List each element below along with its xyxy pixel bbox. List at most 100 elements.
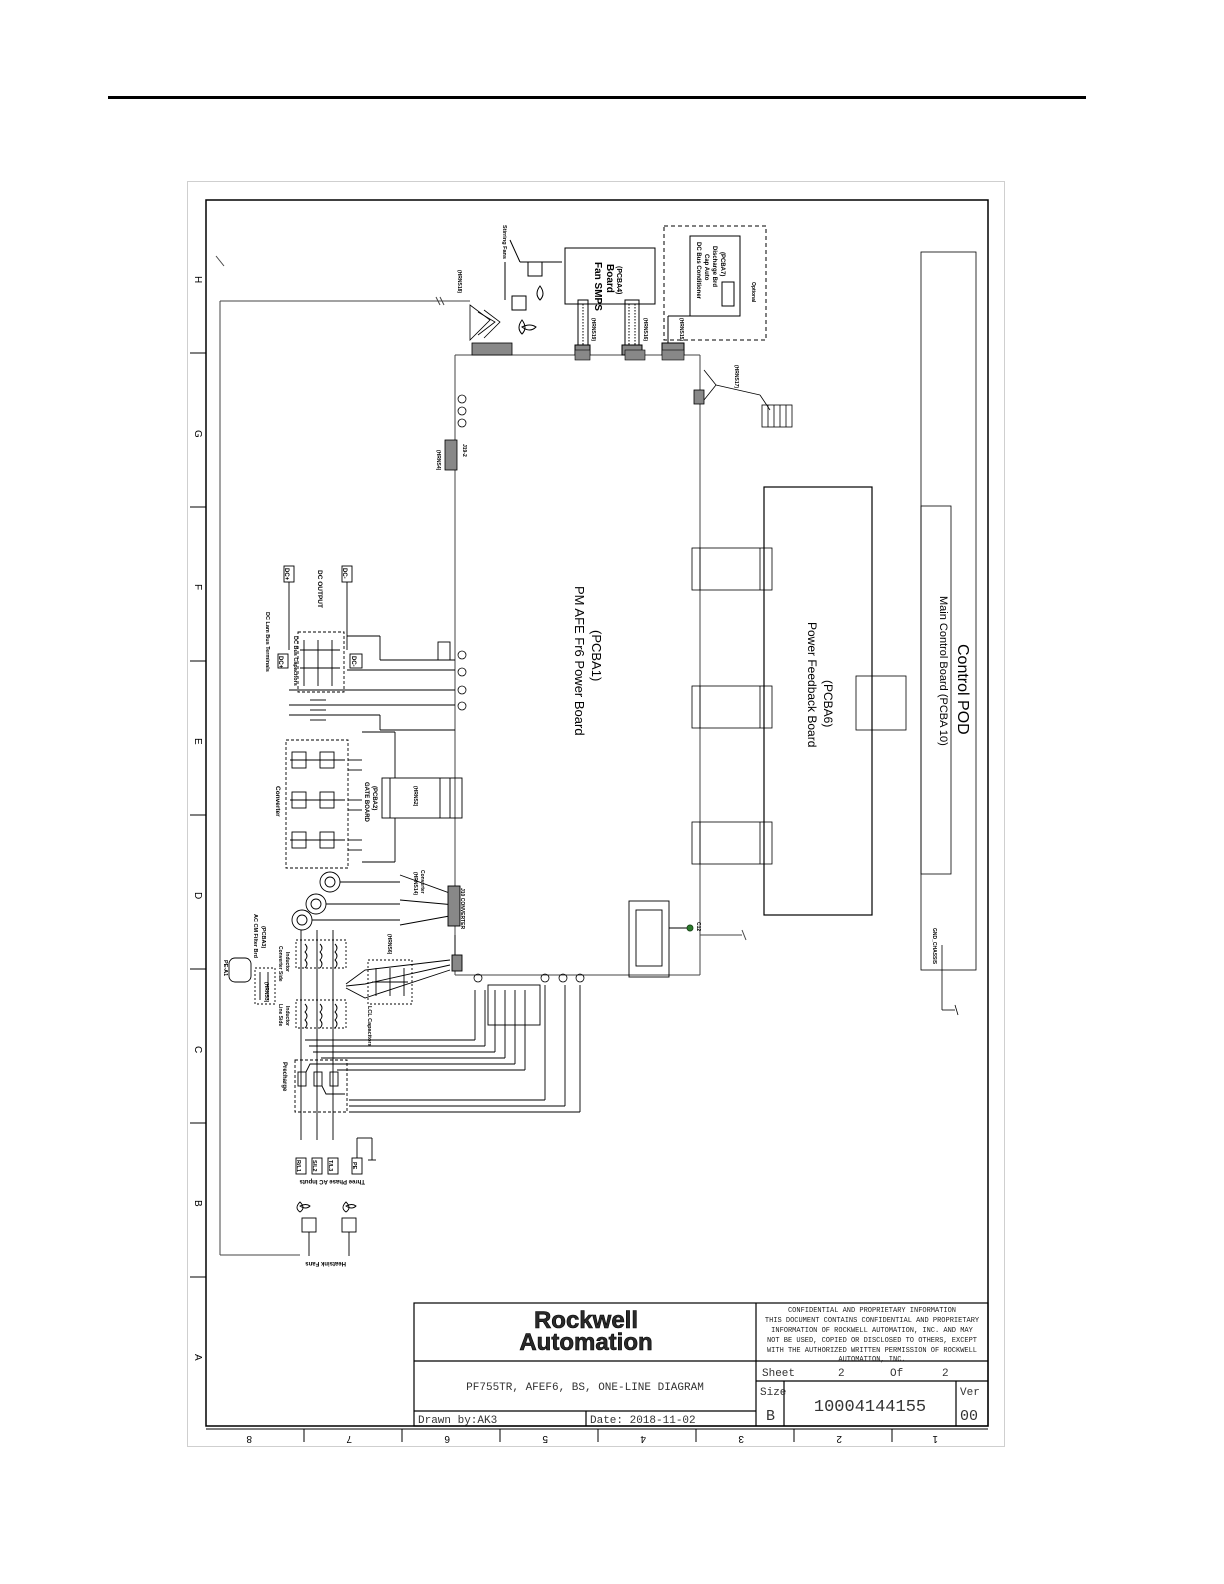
c12-label: C12	[695, 922, 701, 931]
hrns19-label: (HRNS19)	[590, 318, 596, 341]
drawing-number: 10004144155	[814, 1398, 926, 1417]
row-letter-a: A	[192, 1354, 203, 1361]
three-phase-label: Three Phase AC Inputs	[299, 1178, 365, 1184]
j37-harness	[693, 369, 793, 428]
dc-bus-area	[277, 565, 455, 731]
row-letter-h: H	[192, 276, 203, 283]
drawing-border	[205, 199, 989, 1430]
hrns16-label: (HRNS16)	[642, 318, 648, 341]
size-value: B	[766, 1408, 775, 1425]
row-letter-g: G	[192, 430, 203, 438]
bottom-terminals	[473, 973, 585, 983]
optional-label: Optional	[750, 282, 756, 303]
confidential-line-3: INFORMATION OF ROCKWELL AUTOMATION, INC.…	[771, 1327, 973, 1335]
top-connectors	[574, 349, 685, 361]
r-l1-label: R/L1	[295, 1160, 301, 1172]
ver-label: Ver	[960, 1387, 980, 1399]
confidential-line-4: NOT BE USED, COPIED OR DISCLOSED TO OTHE…	[767, 1337, 977, 1345]
row-letter-f: F	[192, 584, 203, 590]
dc-bus-caps-label: DC Bus Capacitors	[292, 636, 298, 686]
of-value: 2	[942, 1368, 949, 1380]
size-label: Size	[760, 1387, 786, 1399]
col-number-5: 5	[542, 1433, 548, 1444]
logo-rockwell: Rockwell	[534, 1307, 638, 1334]
dc-plus-top: DC+	[283, 568, 289, 581]
precharge-label: Precharge	[281, 1062, 287, 1092]
converter-label: Converter	[274, 786, 281, 817]
hrns2-label: (HRNS2)	[412, 786, 418, 807]
current-sensors	[291, 871, 461, 931]
of-label: Of	[890, 1368, 903, 1380]
converter-inductor-1: Converter Side	[277, 946, 283, 982]
ac-cm-filter-label: AC CM Filter Brd	[252, 914, 258, 958]
fan-smps-board-word: Board	[604, 264, 615, 293]
col-number-3: 3	[738, 1433, 744, 1444]
sheet-value: 2	[838, 1368, 845, 1380]
hrns18-label: (HRNS18)	[456, 270, 462, 293]
hrns17-label: (HRNS17)	[733, 365, 739, 388]
main-control-board-label: Main Control Board (PCBA 10)	[937, 596, 949, 746]
dc-plus-bus: DC+	[277, 656, 283, 669]
feedback-connectors	[691, 547, 773, 865]
gate-board-label: GATE BOARD	[363, 782, 369, 823]
col-number-7: 7	[346, 1433, 352, 1444]
col-number-6: 6	[444, 1433, 450, 1444]
confidential-line-2: THIS DOCUMENT CONTAINS CONFIDENTIAL AND …	[765, 1317, 980, 1325]
row-letter-d: D	[192, 892, 203, 899]
converter-bridge	[285, 731, 463, 869]
hrns3-label: (HRNS3)	[263, 982, 269, 1003]
row-ticks	[190, 352, 206, 1278]
row-letter-b: B	[192, 1200, 203, 1207]
sheet-frame	[187, 181, 1005, 1447]
confidential-line-6: AUTOMATION, INC.	[838, 1356, 905, 1364]
hrns4-label: (HRNS4)	[435, 450, 441, 471]
power-feedback-pcba: (PCBA6)	[821, 680, 835, 727]
logo-automation: Automation	[519, 1329, 652, 1356]
line-inductor-2: Inductor	[284, 1006, 290, 1026]
dc-lam-bus-label: DC Lam Bus Terminals	[264, 612, 270, 672]
fan-smps-pcba: (PCBA4)	[615, 266, 622, 294]
ver-value: 00	[960, 1408, 978, 1425]
pe-a1-label: PE-A1	[222, 960, 228, 976]
j19-label: J19-2	[461, 444, 467, 457]
dc-output-label: DC OUTPUT	[316, 570, 323, 608]
ac-input-terminals	[295, 1137, 376, 1175]
main-wiring	[215, 255, 747, 1256]
ac-cm-filter-pcba: (PCBA3)	[260, 926, 266, 948]
j10-converter-label: J10 CONVERTER	[459, 888, 465, 930]
hrns15-label: (HRNS15)	[678, 318, 684, 341]
line-inductor-1: Line Side	[277, 1004, 283, 1026]
t-l3-label: T/L3	[327, 1160, 333, 1171]
dc-minus-bus: DC-	[350, 656, 356, 667]
ac-input-section	[228, 930, 463, 1140]
hrns14-converter: Converter	[419, 870, 425, 894]
fan-connector-j17	[469, 304, 513, 356]
drawn-by: Drawn by:AK3	[418, 1415, 497, 1427]
stirring-fans-label: Stirring Fans	[501, 225, 507, 259]
power-feedback-board	[763, 486, 907, 916]
control-pod-label: Control POD	[954, 644, 971, 735]
fan-smps-title: Fan SMPS	[592, 262, 603, 311]
pm-afe-pcba: (PCBA1)	[589, 630, 604, 681]
top-rule	[108, 96, 1086, 99]
c12-module	[628, 900, 694, 978]
j19-terminals	[444, 394, 467, 471]
gnd-chassis-label: GND_CHASSIS	[931, 928, 937, 965]
precharge-section	[294, 1059, 348, 1113]
col-number-1: 1	[932, 1433, 938, 1444]
dc-terminal-circles	[457, 650, 467, 711]
drawing-date: Date: 2018-11-02	[590, 1415, 696, 1427]
lcl-caps-label: LCL Capacitors	[366, 1006, 372, 1047]
col-number-2: 2	[836, 1433, 842, 1444]
col-number-8: 8	[246, 1433, 252, 1444]
sheet-label: Sheet	[762, 1368, 795, 1380]
heatsink-fans-label: Heatsink Fans	[305, 1260, 346, 1266]
confidential-line-1: CONFIDENTIAL AND PROPRIETARY INFORMATION	[788, 1307, 956, 1315]
row-letter-c: C	[192, 1046, 203, 1053]
row-letter-e: E	[192, 738, 203, 745]
drawing-title: PF755TR, AFEF6, BS, ONE-LINE DIAGRAM	[466, 1382, 704, 1394]
hrns6-label: (HRNS6)	[386, 934, 392, 955]
power-feedback-title: Power Feedback Board	[805, 622, 819, 747]
hrns14-label: (HRNS14)	[412, 872, 418, 895]
